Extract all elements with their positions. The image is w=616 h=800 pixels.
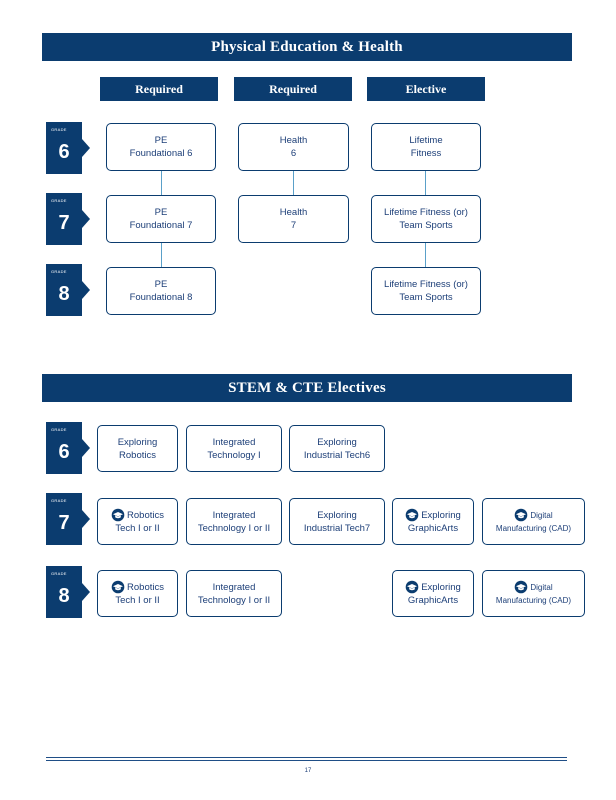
course-pe-foundational-8: PE Foundational 8 bbox=[106, 267, 216, 315]
course-integrated-technology-1: Integrated Technology I bbox=[186, 425, 282, 472]
footer-rule bbox=[46, 760, 567, 761]
grade-number: 7 bbox=[58, 212, 70, 234]
grade-number: 8 bbox=[58, 585, 70, 607]
course-digital-manufacturing-8: Digital Manufacturing (CAD) bbox=[482, 570, 585, 617]
course-pe-foundational-6: PE Foundational 6 bbox=[106, 123, 216, 171]
course-exploring-industrial-tech-6: Exploring Industrial Tech6 bbox=[289, 425, 385, 472]
course-title: PE bbox=[154, 135, 168, 146]
column-header-required-1: Required bbox=[100, 77, 218, 101]
grade-label: GRADE bbox=[51, 498, 67, 503]
course-subtitle: Team Sports bbox=[399, 220, 453, 231]
course-lifetime-fitness-or-team-sports-7: Lifetime Fitness (or) Team Sports bbox=[371, 195, 481, 243]
graduation-cap-icon bbox=[405, 580, 419, 594]
grade-number: 6 bbox=[58, 141, 70, 163]
course-title: Integrated bbox=[212, 581, 256, 593]
grade-label: GRADE bbox=[51, 198, 67, 203]
course-health-6: Health 6 bbox=[238, 123, 349, 171]
course-title: Exploring bbox=[317, 509, 357, 521]
grade-badge-7: GRADE 7 bbox=[46, 193, 90, 245]
course-title: Health bbox=[279, 135, 308, 146]
course-subtitle: 7 bbox=[290, 220, 297, 231]
graduation-cap-icon bbox=[111, 508, 125, 522]
grade-badge-8: GRADE 8 bbox=[46, 264, 90, 316]
course-subtitle: Technology I or II bbox=[197, 522, 271, 534]
course-title: Robotics bbox=[127, 581, 164, 593]
course-health-7: Health 7 bbox=[238, 195, 349, 243]
course-title: Exploring bbox=[421, 581, 461, 593]
course-title: Exploring bbox=[317, 436, 357, 448]
graduation-cap-icon bbox=[111, 580, 125, 594]
course-title: PE bbox=[154, 279, 168, 290]
course-subtitle: 6 bbox=[290, 148, 297, 159]
course-subtitle: Robotics bbox=[119, 449, 156, 461]
course-integrated-technology-1-or-2-g7: Integrated Technology I or II bbox=[186, 498, 282, 545]
course-digital-manufacturing-7: Digital Manufacturing (CAD) bbox=[482, 498, 585, 545]
course-subtitle: Foundational 7 bbox=[129, 220, 193, 231]
course-subtitle: Industrial Tech7 bbox=[303, 522, 371, 534]
course-title: Exploring bbox=[117, 436, 158, 448]
course-title: Digital bbox=[530, 582, 553, 592]
connector-line bbox=[161, 243, 162, 267]
grade-label: GRADE bbox=[51, 571, 67, 576]
stem-grade-badge-7: GRADE 7 bbox=[46, 493, 90, 545]
course-exploring-industrial-tech-7: Exploring Industrial Tech7 bbox=[289, 498, 385, 545]
grade-label: GRADE bbox=[51, 127, 67, 132]
course-title: Exploring bbox=[421, 509, 461, 521]
course-title: Lifetime Fitness (or) bbox=[384, 207, 468, 218]
course-title: Robotics bbox=[127, 509, 164, 521]
course-lifetime-fitness: Lifetime Fitness bbox=[371, 123, 481, 171]
connector-line bbox=[425, 243, 426, 267]
course-subtitle: Technology I or II bbox=[197, 594, 271, 606]
course-integrated-technology-1-or-2-g8: Integrated Technology I or II bbox=[186, 570, 282, 617]
course-subtitle: Tech I or II bbox=[115, 523, 160, 534]
course-subtitle: Foundational 8 bbox=[129, 292, 193, 303]
course-lifetime-fitness-or-team-sports-8: Lifetime Fitness (or) Team Sports bbox=[371, 267, 481, 315]
stem-grade-badge-6: GRADE 6 bbox=[46, 422, 90, 474]
course-title: PE bbox=[154, 207, 168, 218]
course-robotics-tech-8: Robotics Tech I or II bbox=[97, 570, 178, 617]
connector-line bbox=[293, 171, 294, 195]
grade-label: GRADE bbox=[51, 269, 67, 274]
grade-label: GRADE bbox=[51, 427, 67, 432]
course-title: Integrated bbox=[212, 436, 256, 448]
connector-line bbox=[161, 171, 162, 195]
course-subtitle: Industrial Tech6 bbox=[303, 449, 371, 461]
course-subtitle: GraphicArts bbox=[407, 523, 459, 534]
course-title: Digital bbox=[530, 510, 553, 520]
course-title: Integrated bbox=[212, 509, 256, 521]
course-subtitle: GraphicArts bbox=[407, 595, 459, 606]
grade-number: 7 bbox=[58, 512, 70, 534]
course-subtitle: Manufacturing (CAD) bbox=[495, 596, 572, 605]
course-exploring-robotics: Exploring Robotics bbox=[97, 425, 178, 472]
grade-number: 6 bbox=[58, 441, 70, 463]
course-exploring-graphic-arts-8: Exploring GraphicArts bbox=[392, 570, 474, 617]
stem-grade-badge-8: GRADE 8 bbox=[46, 566, 90, 618]
column-header-elective: Elective bbox=[367, 77, 485, 101]
course-subtitle: Foundational 6 bbox=[129, 148, 193, 159]
course-exploring-graphic-arts-7: Exploring GraphicArts bbox=[392, 498, 474, 545]
course-pe-foundational-7: PE Foundational 7 bbox=[106, 195, 216, 243]
graduation-cap-icon bbox=[515, 580, 528, 594]
stem-section-title: STEM & CTE Electives bbox=[42, 374, 572, 402]
page-number: 17 bbox=[304, 768, 312, 774]
pe-section-title: Physical Education & Health bbox=[42, 33, 572, 61]
course-subtitle: Technology I bbox=[207, 449, 261, 461]
graduation-cap-icon bbox=[515, 508, 528, 522]
course-subtitle: Manufacturing (CAD) bbox=[495, 524, 572, 533]
course-title: Lifetime bbox=[409, 135, 443, 146]
course-subtitle: Team Sports bbox=[399, 292, 453, 303]
graduation-cap-icon bbox=[405, 508, 419, 522]
grade-number: 8 bbox=[58, 283, 70, 305]
course-subtitle: Tech I or II bbox=[115, 595, 160, 606]
course-title: Lifetime Fitness (or) bbox=[384, 279, 468, 290]
column-header-required-2: Required bbox=[234, 77, 352, 101]
connector-line bbox=[425, 171, 426, 195]
course-subtitle: Fitness bbox=[410, 148, 442, 159]
course-title: Health bbox=[279, 207, 308, 218]
footer-rule bbox=[46, 757, 567, 758]
grade-badge-6: GRADE 6 bbox=[46, 122, 90, 174]
course-robotics-tech-7: Robotics Tech I or II bbox=[97, 498, 178, 545]
